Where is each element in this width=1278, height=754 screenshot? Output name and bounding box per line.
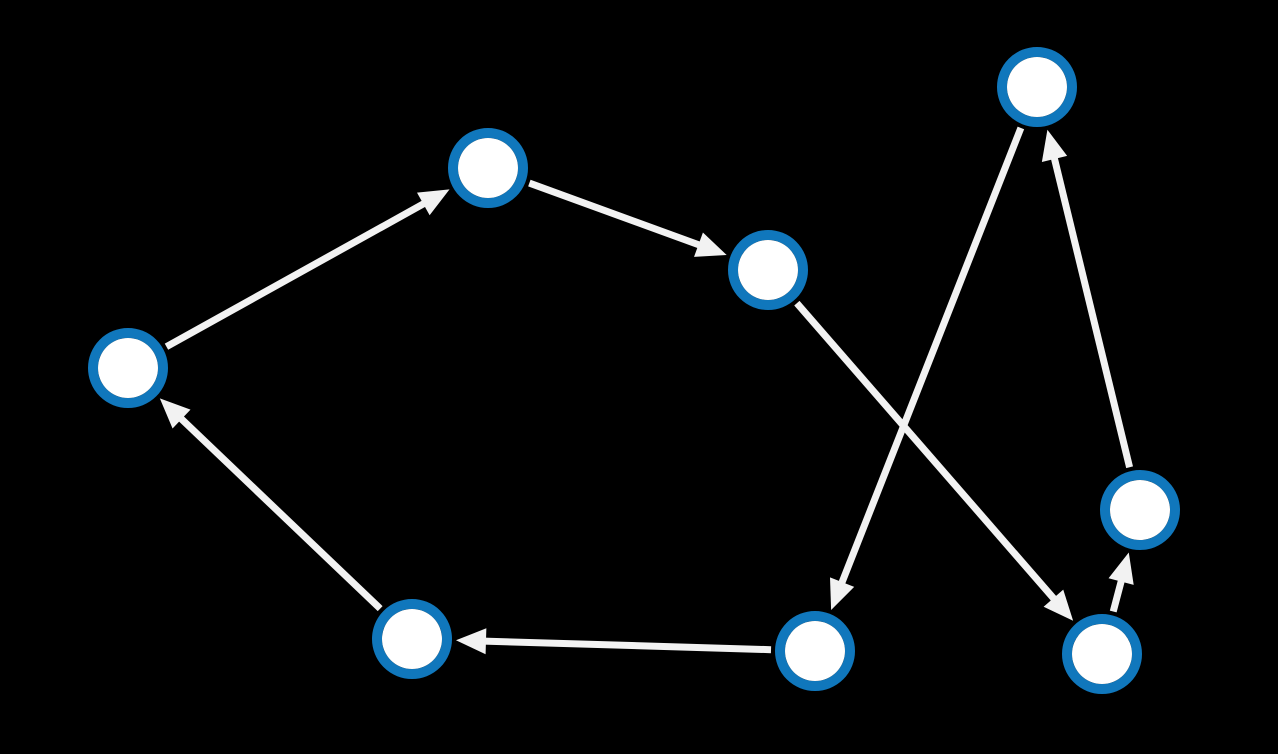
- node-core: [458, 138, 518, 198]
- node-ring: [1062, 614, 1142, 694]
- graph-edge[interactable]: [1108, 552, 1134, 613]
- graph-edge[interactable]: [528, 179, 727, 257]
- edge-line: [1050, 156, 1133, 469]
- graph-edge[interactable]: [830, 126, 1025, 611]
- edge-line: [1109, 578, 1126, 613]
- graph-node[interactable]: [88, 328, 168, 408]
- edge-arrowhead-icon: [1108, 552, 1134, 585]
- node-core: [1072, 624, 1132, 684]
- graph-edge[interactable]: [159, 398, 383, 612]
- edge-line: [177, 415, 383, 612]
- edge-arrowhead-icon: [694, 232, 727, 257]
- graph-node[interactable]: [728, 230, 808, 310]
- edge-line: [794, 300, 1058, 602]
- node-core: [738, 240, 798, 300]
- edge-layer: [159, 126, 1134, 655]
- edge-arrowhead-icon: [455, 628, 487, 655]
- edge-arrowhead-icon: [1043, 589, 1074, 621]
- edge-line: [164, 199, 427, 350]
- node-core: [1110, 480, 1170, 540]
- edge-arrowhead-icon: [830, 577, 855, 611]
- node-ring: [775, 611, 855, 691]
- node-ring: [997, 47, 1077, 127]
- graph-edge[interactable]: [164, 189, 450, 350]
- edge-line: [528, 179, 702, 249]
- edge-line: [838, 126, 1025, 586]
- graph-node[interactable]: [372, 599, 452, 679]
- node-core: [785, 621, 845, 681]
- graph-node[interactable]: [775, 611, 855, 691]
- node-ring: [88, 328, 168, 408]
- edge-arrowhead-icon: [1041, 129, 1068, 162]
- graph-node[interactable]: [448, 128, 528, 208]
- edge-line: [483, 637, 772, 654]
- graph-edge[interactable]: [794, 300, 1074, 621]
- node-layer: [88, 47, 1180, 694]
- node-ring: [728, 230, 808, 310]
- node-core: [382, 609, 442, 669]
- node-ring: [1100, 470, 1180, 550]
- edge-arrowhead-icon: [159, 398, 191, 429]
- graph-node[interactable]: [1062, 614, 1142, 694]
- graph-edge[interactable]: [1041, 129, 1133, 469]
- node-core: [1007, 57, 1067, 117]
- node-core: [98, 338, 158, 398]
- graph-edge[interactable]: [455, 628, 772, 655]
- edge-arrowhead-icon: [416, 189, 450, 216]
- graph-node[interactable]: [997, 47, 1077, 127]
- node-ring: [448, 128, 528, 208]
- node-ring: [372, 599, 452, 679]
- graph-node[interactable]: [1100, 470, 1180, 550]
